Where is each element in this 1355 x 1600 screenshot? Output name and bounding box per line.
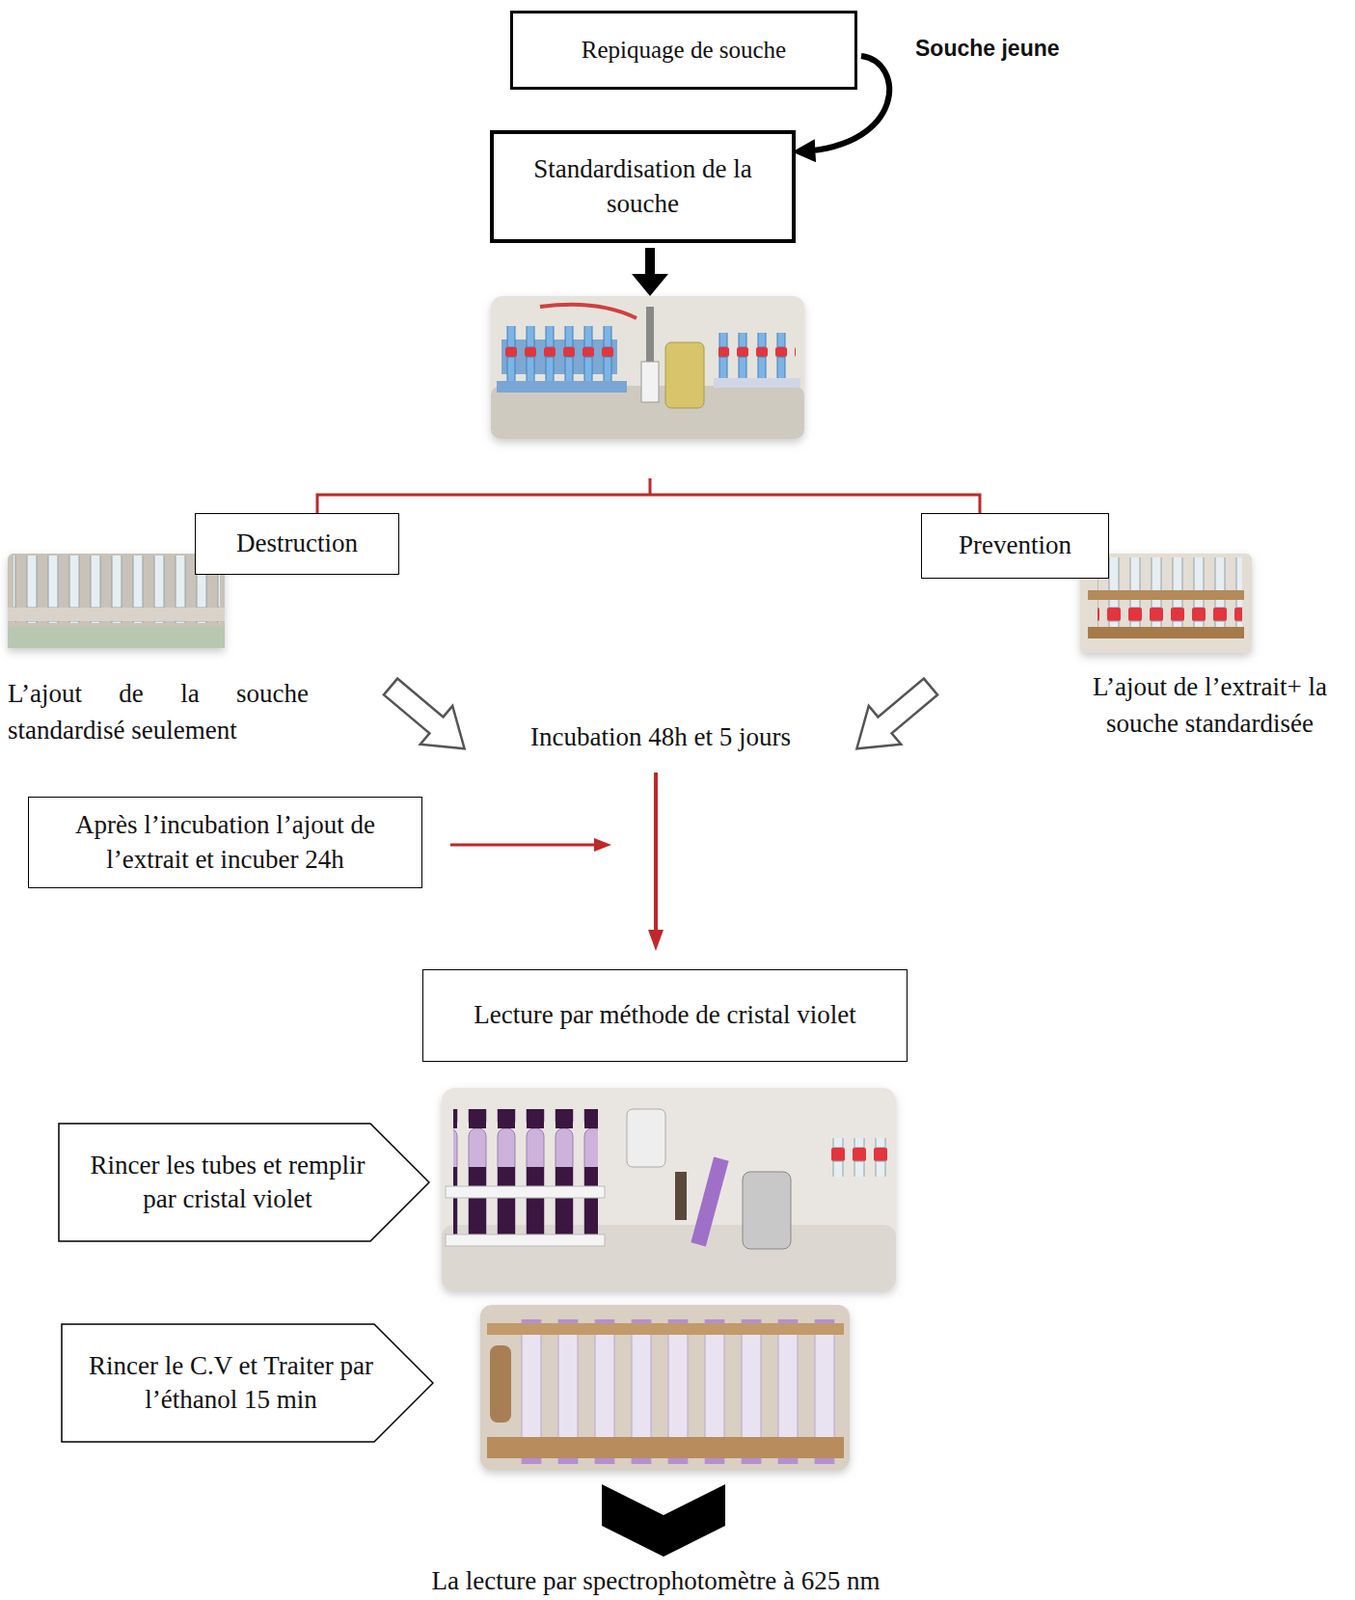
red-arrow [653,772,658,932]
block-arrow [631,247,669,297]
process-box: Lecture par méthode de cristal violet [422,969,908,1062]
split-bracket [317,478,980,514]
step-arrow-box: Rincer le C.V et Traiter par l’éthanol 1… [60,1323,434,1443]
branch-box: Destruction [194,513,400,575]
final-step: La lecture par spectrophotomètre à 625 n… [318,1562,994,1599]
arrow-outline-shape [58,1123,430,1242]
note-box: Après l’incubation l’ajout de l’extrait … [27,796,423,889]
down-chevron [601,1484,726,1557]
hollow-arrow [374,667,481,768]
node-text: Rincer les tubes et remplir par cristal … [71,1148,384,1217]
branch-box: Prevention [921,513,1110,579]
step-note: L’ajout de la souche standardisé seuleme… [7,675,309,750]
node-text: Lecture par méthode de cristal violet [473,998,857,1032]
step-label: Incubation 48h et 5 jours [501,718,820,756]
node-text: Prevention [958,528,1072,563]
arrow-outline-shape [61,1324,434,1442]
arrow-outline [60,1323,434,1443]
lab-photo [480,1304,850,1470]
lab-photo [441,1087,896,1291]
process-box: Repiquage de souche [510,10,858,90]
node-text: Rincer le C.V et Traiter par l’éthanol 1… [74,1349,388,1417]
node-text: Standardisation de la souche [511,152,775,220]
red-arrowhead [594,838,612,852]
red-arrowhead [648,929,664,951]
step-note: L’ajout de l’extrait+ la souche standard… [1072,668,1348,743]
arrow-outline [57,1122,431,1243]
lab-photo [7,553,225,649]
red-arrow [450,843,597,847]
step-arrow-box: Rincer les tubes et remplir par cristal … [57,1122,431,1243]
hollow-arrow [840,667,948,768]
node-text: Repiquage de souche [581,34,786,67]
lab-photo [490,296,805,439]
node-text: Après l’incubation l’ajout de l’extrait … [52,808,399,876]
annotation: Souche jeune [915,32,1166,65]
node-text: Destruction [236,526,358,561]
process-box: Standardisation de la souche [489,130,796,244]
